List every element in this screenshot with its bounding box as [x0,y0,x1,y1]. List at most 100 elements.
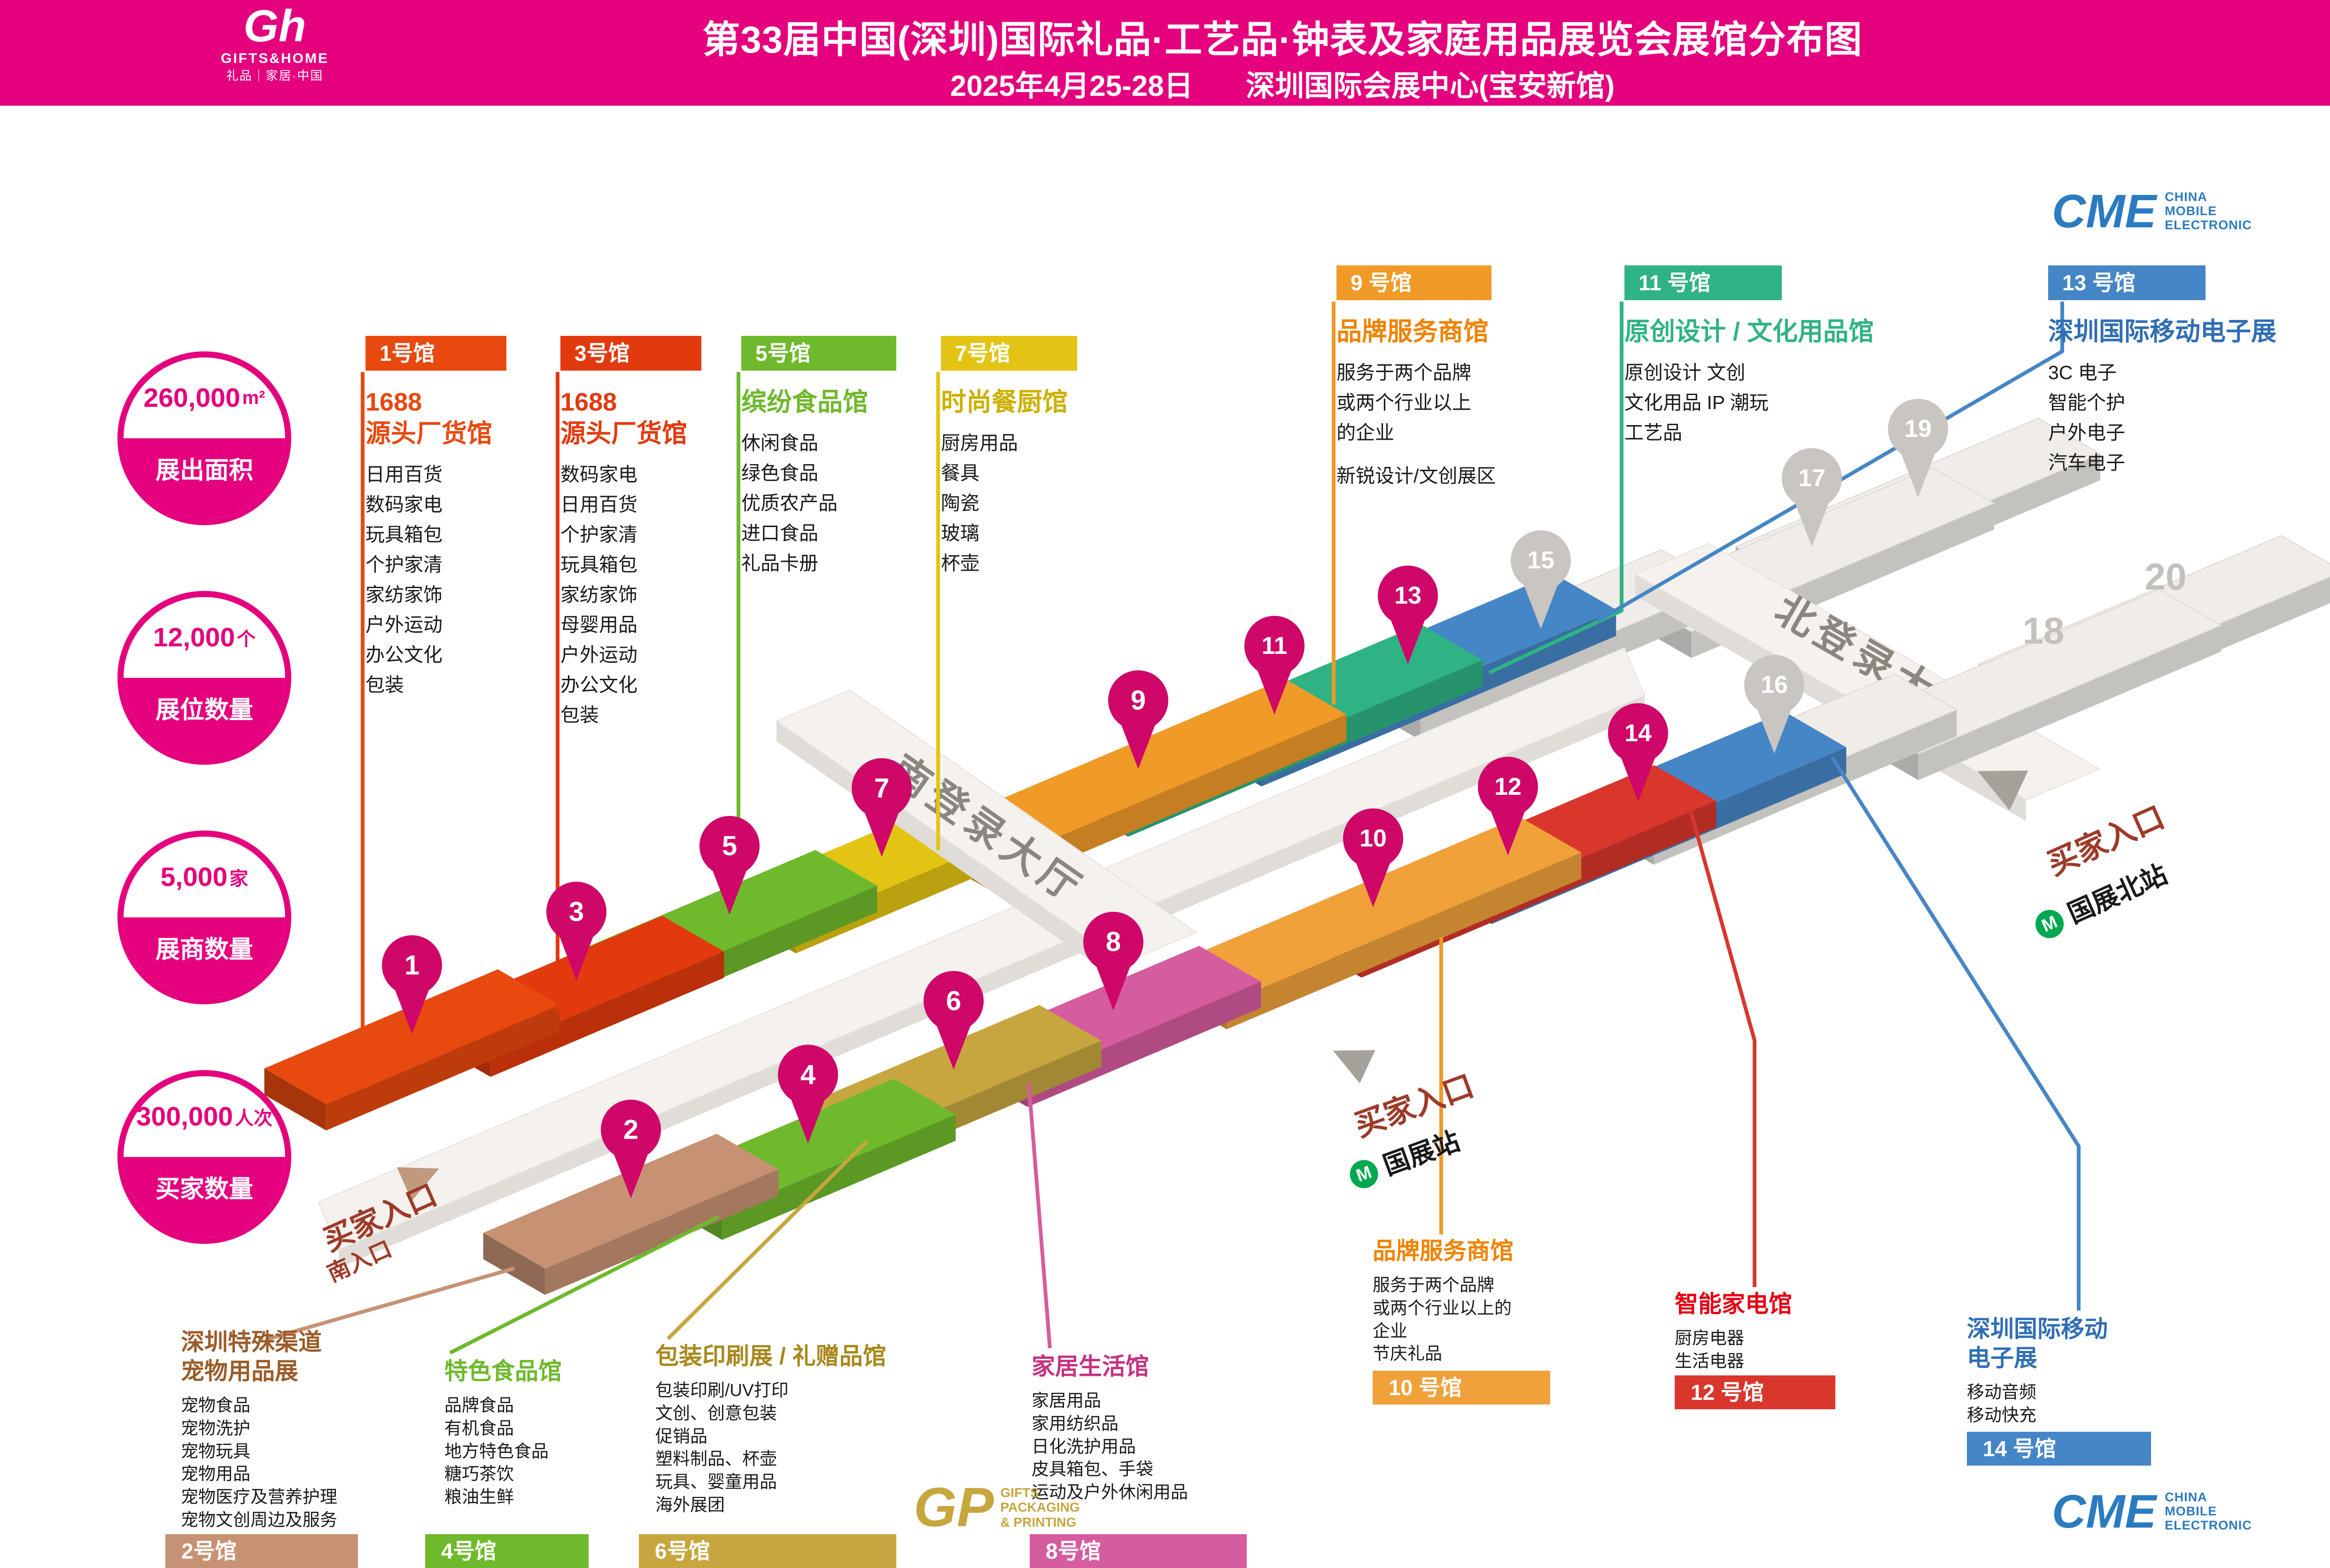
south-entrance-arrow-icon [396,1167,439,1201]
hall-title-hall-2: 深圳特殊渠道宠物用品展 [181,1327,383,1386]
hall-pin-10: 10 [1343,808,1403,907]
hall-categories-hall-7: 厨房用品餐具陶瓷玻璃杯壶 [941,428,1082,579]
category-item: 宠物食品 [181,1396,250,1415]
pin-tail [1095,962,1132,1010]
category-item: 服务于两个品牌 [1373,1275,1494,1295]
category-item: 的企业 [1336,421,1394,443]
cme-wordmark: CME [2052,1485,2157,1538]
pin-number: 1 [404,950,419,981]
pin-tail [1354,858,1392,907]
leader-line-10 [1027,1082,1052,1349]
central-concourse [318,647,1646,1268]
pin-head [1888,399,1948,459]
pin-number: 7 [874,773,889,804]
metro-icon [2035,910,2064,939]
stat-exhibitors: 5,000 家 展商数量 [117,831,291,1004]
column-hall-5: 5号馆缤纷食品馆休闲食品绿色食品优质农产品进口食品礼品卡册 [741,336,896,579]
hall-pin-1: 1 [382,935,442,1034]
hall-title-line: 缤纷食品馆 [741,388,868,416]
category-item: 包装 [560,704,599,726]
cme-wordmark: CME [2052,185,2157,238]
hall-title-line: 源头厂货馆 [365,419,492,448]
hall-2-end [483,1233,545,1295]
pin-tail [1899,449,1937,497]
pin-head [1343,808,1403,869]
category-item: 海外展团 [655,1495,725,1515]
hall-1-roof [264,969,560,1104]
hall-title-hall-9: 品牌服务商馆 [1336,316,1520,348]
category-item: 杯壶 [941,552,979,574]
category-item: 运动及户外休闲用品 [1032,1483,1188,1502]
category-item: 办公文化 [560,674,637,696]
cme-logo-bottom: CME CHINA MOBILE ELECTRONIC [2052,1488,2252,1535]
pin-tail [863,808,901,857]
pin-number: 9 [1131,685,1146,716]
stat-value: 300,000 人次 [124,1076,285,1157]
hall-tag-hall-11: 11 号馆 [1624,265,1782,300]
hall-title-line: 宠物用品展 [181,1358,298,1384]
hall-title-hall-6: 包装印刷展 / 礼赠品馆 [655,1342,911,1371]
category-item: 宠物玩具 [181,1441,250,1461]
leader-line-8 [449,1215,720,1355]
hall-title-hall-1: 1688 源头厂货馆 [365,387,506,450]
hall-title-hall-10: 品牌服务商馆 [1373,1236,1558,1265]
logo-tagline: 礼品｜家居·中国 [226,69,324,83]
hall-categories-hall-2: 宠物食品宠物洗护宠物玩具宠物用品宠物医疗及营养护理宠物文创周边及服务 [181,1394,383,1532]
hall-3-front [490,951,724,1077]
category-item: 宠物用品 [181,1464,250,1484]
category-item: 厨房电器 [1675,1328,1744,1348]
pin-number: 2 [623,1115,638,1145]
pin-tail [1755,705,1793,753]
hall-tag-hall-5: 5号馆 [741,336,896,371]
hall-4-front [722,1114,956,1240]
hall-tag-hall-7: 7号馆 [941,336,1077,371]
cme-caption-line: MOBILE [2165,1504,2217,1519]
category-item: 企业 [1373,1321,1407,1341]
hall-title-hall-5: 缤纷食品馆 [741,387,896,418]
pin-head [778,1045,838,1105]
pin-number: 11 [1262,632,1288,660]
pin-tail [789,1094,827,1143]
hall-pin-15: 15 [1511,530,1571,629]
hall-pin-11: 11 [1244,616,1305,714]
category-item: 包装印刷/UV打印 [655,1381,789,1400]
hall-number-18: 18 [2023,610,2065,652]
hall-title-line: 1688 [365,388,422,416]
hall-8-front [1027,981,1261,1107]
pin-tail [612,1149,650,1198]
logo-monogram: Gh [243,1,306,51]
hall-pin-3: 3 [546,882,606,980]
category-item: 玩具箱包 [365,523,443,545]
pin-head [1608,703,1668,763]
stat-value: 260,000 m² [124,357,285,438]
pin-tail [1619,753,1657,802]
page-title: 第33届中国(深圳)国际礼品·工艺品·钟表及家庭用品展览会展馆分布图 [702,19,1863,61]
header-banner: Gh GIFTS&HOME 礼品｜家居·中国 第33届中国(深圳)国际礼品·工艺… [0,0,2330,106]
gip-wordmark: GP [914,1476,994,1538]
category-item: 母婴用品 [560,613,637,636]
pin-tail [1119,720,1157,769]
hall-title-line: 电子展 [1967,1345,2037,1371]
category-item: 塑料制品、杯壶 [655,1449,777,1469]
category-item: 汽车电子 [2048,451,2125,474]
hall-title-hall-7: 时尚餐厨馆 [941,387,1082,418]
cme-caption-line: ELECTRONIC [2165,217,2252,232]
category-item: 家用纺织品 [1032,1413,1118,1433]
category-item: 数码家电 [365,493,443,515]
category-item: 移动音频 [1967,1382,2036,1402]
hall-10-front [1227,852,1582,1030]
hall-tag-hall-1: 1号馆 [365,336,506,371]
category-item: 家纺家饰 [365,583,443,605]
category-item: 宠物洗护 [181,1418,250,1438]
logo-brand: GIFTS&HOME [221,51,329,66]
category-item: 皮具箱包、手袋 [1032,1459,1153,1479]
category-item: 移动快充 [1967,1405,2036,1425]
hall-pin-13: 13 [1378,566,1438,664]
pin-head [1478,757,1538,817]
category-item: 宠物文创周边及服务 [181,1510,337,1530]
category-item: 服务于两个品牌 [1336,361,1471,383]
category-item: 文化用品 IP 潮玩 [1624,391,1769,413]
pin-tail [1522,580,1560,629]
